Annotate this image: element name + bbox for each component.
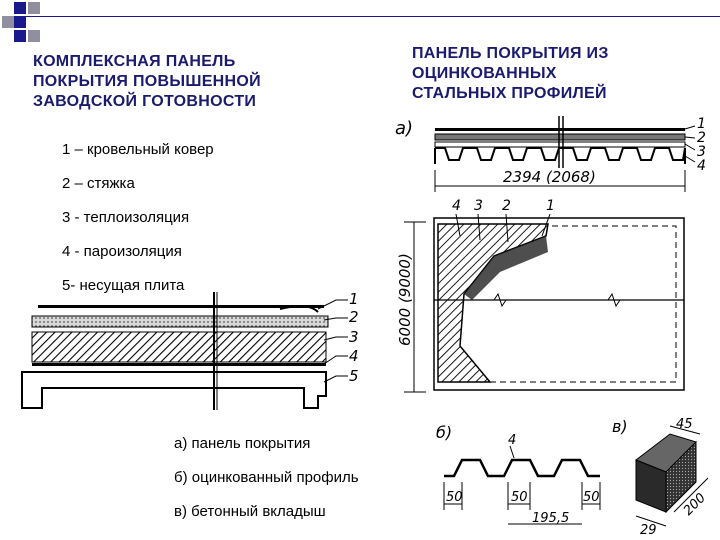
layer-screed (31, 315, 329, 328)
legend-item: 3 - теплоизоляция (62, 209, 190, 226)
insert-dim: 200 (681, 491, 709, 519)
profile-dim: 50 (446, 490, 463, 505)
caption-item: б) оцинкованный профиль (174, 469, 359, 486)
plan-number: 3 (474, 198, 483, 214)
figure-c-label: в) (612, 417, 628, 436)
caption-item: в) бетонный вкладыш (174, 503, 326, 520)
figure-a-plan: 4 3 2 1 6000 (9000) (398, 198, 685, 393)
profile-dim: 195,5 (532, 511, 569, 526)
length-dimension: 6000 (9000) (398, 253, 414, 346)
profile-dim: 50 (583, 490, 600, 505)
layer-roofing-end (279, 305, 319, 313)
figure-a-number: 1 (697, 116, 706, 132)
legend-item: 2 – стяжка (62, 175, 135, 192)
left-section-drawing: 1 2 3 4 5 (21, 292, 359, 410)
caption-item: а) панель покрытия (174, 435, 311, 452)
plan-number: 2 (502, 198, 511, 214)
insert-dim: 45 (676, 417, 693, 432)
layer-number: 1 (349, 292, 359, 308)
corner-square-6 (28, 30, 40, 42)
figure-c-insert: в) 45 200 29 (612, 417, 709, 538)
profile-dim: 50 (511, 490, 528, 505)
left-title: КОМПЛЕКСНАЯ ПАНЕЛЬ ПОКРЫТИЯ ПОВЫШЕННОЙ З… (33, 53, 261, 110)
figure-a-number: 2 (697, 130, 706, 146)
layer-number: 3 (349, 328, 359, 346)
figure-a-number: 4 (697, 158, 706, 174)
insert-dim: 29 (640, 523, 657, 538)
corner-square-4 (14, 16, 26, 28)
corner-square-5 (14, 30, 26, 42)
layer-number: 2 (349, 308, 359, 326)
corner-square-1 (14, 2, 26, 14)
legend-item: 5- несущая плита (62, 277, 185, 294)
layer-number: 5 (349, 367, 359, 385)
layer-number: 4 (349, 347, 359, 365)
plan-number: 4 (452, 198, 461, 214)
header-rule (26, 16, 720, 17)
corner-square-3 (2, 16, 14, 28)
figure-b-profile: б) 4 50 50 50 195,5 (436, 424, 601, 526)
legend-item: 1 – кровельный ковер (62, 141, 214, 158)
corner-square-2 (28, 2, 40, 14)
figure-a-section: а) 1 2 3 4 2394 (2068) (395, 116, 706, 192)
layer-slab (21, 371, 327, 409)
layer-vapor-barrier (32, 363, 326, 366)
figure-a-number: 3 (697, 144, 706, 160)
figure-b-number: 4 (508, 433, 516, 448)
right-title: ПАНЕЛЬ ПОКРЫТИЯ ИЗ ОЦИНКОВАННЫХ СТАЛЬНЫХ… (412, 45, 609, 102)
figure-b-label: б) (436, 424, 452, 442)
layer-insulation (31, 331, 327, 363)
figure-a-label: а) (395, 118, 413, 139)
plan-number: 1 (546, 198, 555, 214)
width-dimension: 2394 (2068) (503, 168, 596, 186)
layer-roofing (38, 305, 324, 308)
legend-item: 4 - пароизоляция (62, 243, 182, 260)
